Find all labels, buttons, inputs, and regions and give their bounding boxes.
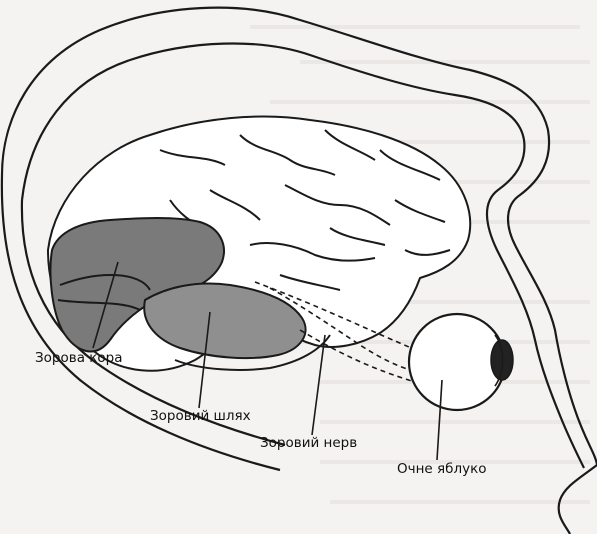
face-chin-line: [559, 465, 597, 534]
label-eyeball: Очне яблуко: [397, 461, 487, 477]
label-optic-nerve: Зоровий нерв: [260, 435, 357, 451]
eyeball: [409, 314, 513, 410]
label-optic-tract: Зоровий шлях: [150, 408, 251, 424]
label-visual-cortex: Зорова кора: [35, 350, 123, 366]
